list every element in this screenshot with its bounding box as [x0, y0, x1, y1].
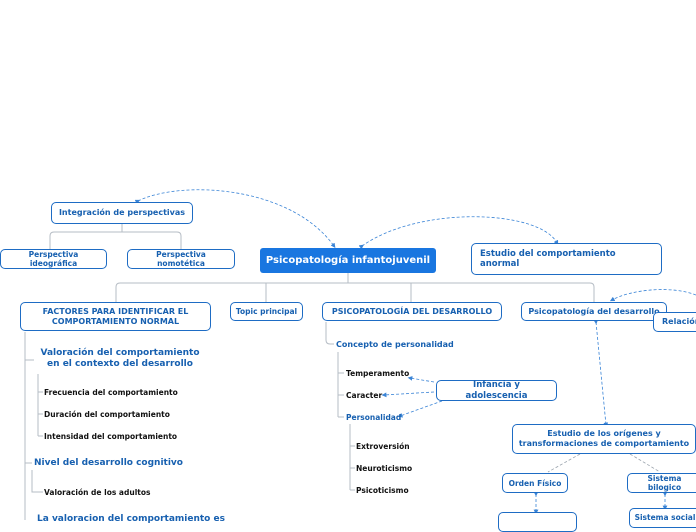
factores-node[interactable]: FACTORES PARA IDENTIFICAR EL COMPORTAMIE… — [20, 302, 211, 331]
topic-principal-node[interactable]: Topic principal — [230, 302, 303, 321]
valoracion-comportamiento-topic[interactable]: La valoracion del comportamiento es — [37, 514, 225, 525]
personalidad-topic[interactable]: Personalidad — [346, 413, 401, 422]
estudio-origenes-label: Estudio de los orígenes y transformacion… — [518, 429, 690, 448]
central-topic[interactable]: Psicopatología infantojuvenil — [260, 248, 436, 273]
orden-label: Orden Físico — [508, 478, 562, 488]
biologico-label: Sistema bilogico — [647, 474, 682, 492]
nomotetica-label: Perspectiva nomotética — [156, 250, 206, 268]
factores-label: FACTORES PARA IDENTIFICAR EL COMPORTAMIE… — [42, 306, 189, 326]
sistema-biologico-node[interactable]: Sistema bilogico — [627, 473, 696, 493]
neuroticismo-topic[interactable]: Neuroticismo — [356, 464, 412, 473]
psicoticismo-topic[interactable]: Psicoticismo — [356, 486, 409, 495]
connector-layer — [24, 189, 696, 520]
psicopatologia-label: PSICOPATOLOGÍA DEL DESARROLLO — [331, 306, 493, 316]
estudio-label: Estudio del comportamiento anormal — [480, 248, 616, 269]
temperamento-label: Temperamento — [346, 369, 410, 378]
extroversion-label: Extroversión — [356, 442, 410, 451]
concepto-personalidad-topic[interactable]: Concepto de personalidad — [336, 340, 454, 350]
frecuencia-label: Frecuencia del comportamiento — [44, 388, 178, 397]
neuroticismo-label: Neuroticismo — [356, 464, 413, 473]
social-label: Sistema social — [634, 513, 696, 522]
nivel-desarrollo-topic[interactable]: Nivel del desarrollo cognitivo — [34, 458, 183, 469]
integracion-label: Integración de perspectivas — [58, 208, 186, 218]
temperamento-topic[interactable]: Temperamento — [346, 369, 409, 378]
infancia-label: Infancia y adolescencia — [465, 380, 528, 401]
duracion-topic[interactable]: Duración del comportamiento — [44, 410, 170, 419]
estudio-origenes-node[interactable]: Estudio de los orígenes y transformacion… — [512, 424, 696, 454]
intensidad-topic[interactable]: Intensidad del comportamiento — [44, 432, 177, 441]
caracter-label: Caracter — [346, 391, 383, 400]
duracion-label: Duración del comportamiento — [44, 410, 170, 419]
caracter-topic[interactable]: Caracter — [346, 391, 382, 400]
valoracion-contexto-topic[interactable]: Valoración del comportamiento en el cont… — [34, 348, 206, 370]
ideografica-label: Perspectiva ideográfica — [28, 250, 79, 268]
perspectiva-nomotetica-node[interactable]: Perspectiva nomotética — [127, 249, 235, 269]
perspectiva-ideografica-node[interactable]: Perspectiva ideográfica — [0, 249, 107, 269]
personalidad-label: Personalidad — [346, 413, 402, 422]
concepto-label: Concepto de personalidad — [336, 340, 454, 349]
adultos-label: Valoración de los adultos — [44, 488, 151, 497]
topic-label: Topic principal — [235, 307, 298, 316]
orden-fisico-child-node[interactable] — [498, 512, 577, 532]
nivel-label: Nivel del desarrollo cognitivo — [34, 458, 183, 468]
orden-fisico-node[interactable]: Orden Físico — [502, 473, 568, 493]
relacion-node[interactable]: Relación — [653, 312, 696, 332]
sistema-social-node[interactable]: Sistema social — [629, 508, 696, 528]
psicopatologia-del-desarrollo-node[interactable]: Psicopatología del desarrollo — [521, 302, 667, 321]
extroversion-topic[interactable]: Extroversión — [356, 442, 410, 451]
infancia-adolescencia-node[interactable]: Infancia y adolescencia — [436, 380, 557, 401]
relacion-label: Relación — [662, 317, 696, 327]
psicopatologia-desarrollo-node[interactable]: PSICOPATOLOGÍA DEL DESARROLLO — [322, 302, 502, 321]
estudio-comportamiento-node[interactable]: Estudio del comportamiento anormal — [471, 243, 662, 275]
central-label: Psicopatología infantojuvenil — [265, 255, 431, 266]
valoracion-adultos-topic[interactable]: Valoración de los adultos — [44, 488, 150, 497]
psicoticismo-label: Psicoticismo — [356, 486, 409, 495]
psicodesarrollo-label: Psicopatología del desarrollo — [528, 306, 660, 316]
valoracion-label: Valoración del comportamiento en el cont… — [40, 348, 200, 369]
integracion-perspectivas-node[interactable]: Integración de perspectivas — [51, 202, 193, 224]
valoracion2-label: La valoracion del comportamiento es — [37, 514, 225, 524]
frecuencia-topic[interactable]: Frecuencia del comportamiento — [44, 388, 178, 397]
intensidad-label: Intensidad del comportamiento — [44, 432, 178, 441]
